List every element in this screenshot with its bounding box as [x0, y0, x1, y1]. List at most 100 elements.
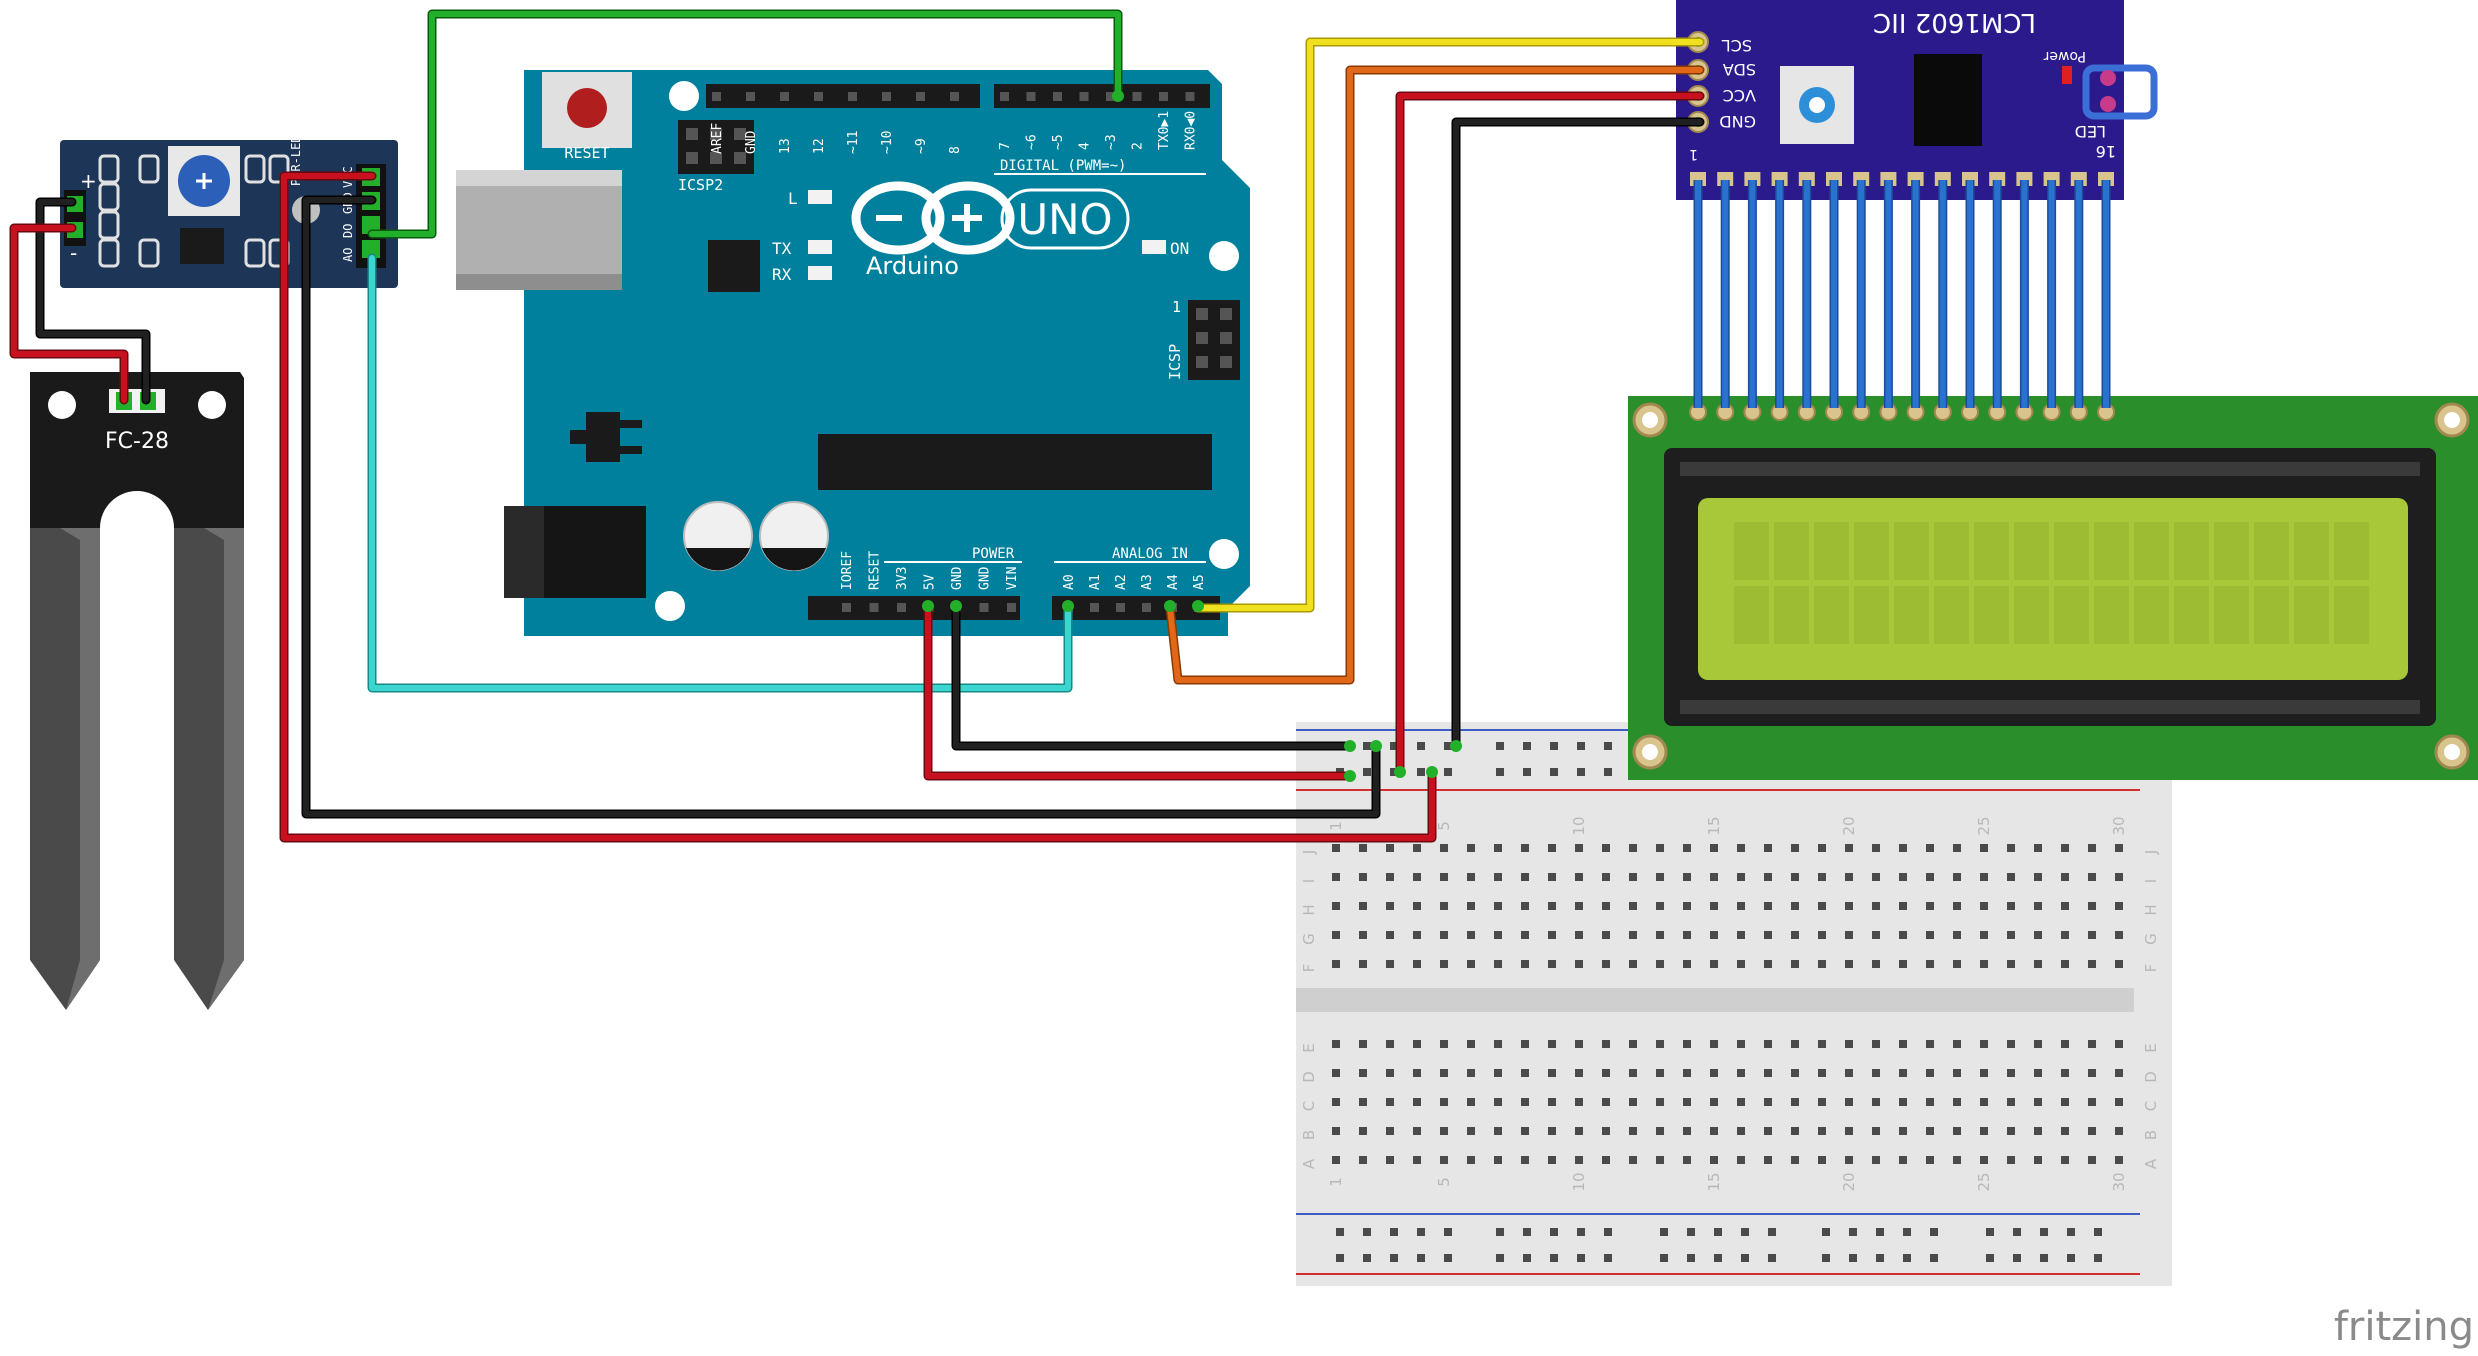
bb-hole: [1467, 1127, 1475, 1135]
brand-label: Arduino: [866, 252, 959, 280]
bb-rail-hole: [1550, 1254, 1558, 1262]
top-pin-label-5: ~10: [880, 131, 895, 154]
bb-hole: [1791, 1040, 1799, 1048]
bb-rail-hole: [1496, 768, 1504, 776]
pin-end-d3: [1112, 90, 1124, 102]
bb-rail-hole: [2040, 1254, 2048, 1262]
bb-hole: [2034, 873, 2042, 881]
top-header-pin-12: [1106, 92, 1115, 101]
bb-hole: [1818, 960, 1826, 968]
top-header-pin-9: [1026, 92, 1036, 101]
capacitor-1: [683, 501, 753, 571]
analog-header-pin-2: [1116, 603, 1125, 612]
usb-chip: [708, 240, 760, 292]
bb-hole: [1413, 931, 1421, 939]
power-header-pin-1: [869, 603, 879, 612]
bb-hole: [1629, 1098, 1637, 1106]
bb-hole: [2061, 1127, 2069, 1135]
bb-hole: [1683, 902, 1691, 910]
bb-hole: [1710, 1040, 1718, 1048]
bb-hole: [1980, 844, 1988, 852]
power-pin-label-5: GND: [978, 566, 993, 590]
bb-rail-hole: [1444, 768, 1452, 776]
power-pin-label-1: RESET: [868, 551, 883, 590]
top-pin-label-3: 12: [812, 138, 827, 154]
bb-row-letter-left: F: [1300, 964, 1318, 973]
i2c-pin-label-scl: SCL: [1722, 36, 1752, 55]
bb-hole: [1872, 873, 1880, 881]
bb-hole: [1980, 1127, 1988, 1135]
lcd-cell: [2054, 586, 2089, 644]
wire-black-sensor-gnd: [303, 197, 1379, 817]
bb-rail-hole: [1417, 1228, 1425, 1236]
bb-hole: [1467, 960, 1475, 968]
bb-hole: [1926, 931, 1934, 939]
pin-end-bb-5: [1426, 766, 1438, 778]
top-header-pin-7: [950, 92, 959, 101]
icsp-label: ICSP: [1166, 344, 1184, 380]
bb-hole: [1413, 902, 1421, 910]
bb-rail-hole: [1986, 1254, 1994, 1262]
bb-row-letter-left: I: [1300, 879, 1318, 883]
bb-rail-hole: [1496, 1254, 1504, 1262]
bb-hole: [2115, 1040, 2123, 1048]
bb-rail-hole: [1822, 1254, 1830, 1262]
bb-hole: [1332, 1098, 1340, 1106]
bb-hole: [1845, 1156, 1853, 1164]
bb-hole: [1440, 844, 1448, 852]
bb-hole: [1548, 873, 1556, 881]
wires: [9, 9, 1705, 843]
bb-rail-hole: [1577, 1228, 1585, 1236]
top-pin-label-12: ~3: [1104, 134, 1119, 150]
lcd-cell: [2294, 522, 2329, 580]
bb-hole: [1764, 1069, 1772, 1077]
lcd-cell: [2334, 522, 2369, 580]
bb-hole: [1791, 1069, 1799, 1077]
bb-hole: [1791, 1098, 1799, 1106]
bb-hole: [2061, 873, 2069, 881]
bb-hole: [2088, 1069, 2096, 1077]
top-header-pin-3: [814, 92, 823, 101]
bb-rail-hole: [1768, 1254, 1776, 1262]
bb-hole: [1521, 1069, 1529, 1077]
bb-rail-hole: [1687, 1254, 1695, 1262]
power-pin-label-4: GND: [950, 566, 965, 590]
bb-hole: [1926, 873, 1934, 881]
lcd-cell: [2094, 586, 2129, 644]
bb-hole: [1602, 931, 1610, 939]
mount-hole-2: [1209, 241, 1239, 271]
bb-hole: [1737, 931, 1745, 939]
bb-hole: [2034, 1098, 2042, 1106]
bb-col-number-top: 25: [1975, 816, 1993, 835]
bb-hole: [2115, 931, 2123, 939]
bb-hole: [1818, 902, 1826, 910]
bb-hole: [1467, 1069, 1475, 1077]
bb-hole: [1332, 902, 1340, 910]
bb-hole: [1440, 873, 1448, 881]
bb-hole: [1980, 1098, 1988, 1106]
wire-red-lcd-vcc: [1397, 93, 1703, 775]
bb-hole: [1953, 873, 1961, 881]
top-header-pin-4: [848, 92, 857, 101]
bb-hole: [1494, 902, 1502, 910]
bb-hole: [1872, 902, 1880, 910]
icsp-pins: [1196, 308, 1232, 368]
bb-hole: [1899, 844, 1907, 852]
top-header-pin-0: [712, 92, 721, 101]
bb-hole: [1440, 1127, 1448, 1135]
bb-rail-hole: [1903, 1254, 1911, 1262]
pin-end-a0: [1062, 600, 1074, 612]
sensor-pin-ao: [362, 240, 380, 258]
smd-part-0: [98, 154, 120, 184]
bb-hole: [2088, 902, 2096, 910]
icsp2-pin: [710, 128, 722, 140]
bb-col-number-top: 10: [1570, 816, 1588, 835]
top-pin-label-9: ~6: [1025, 134, 1040, 150]
bb-hole: [1629, 1127, 1637, 1135]
bb-hole: [1467, 931, 1475, 939]
bb-hole: [2061, 1040, 2069, 1048]
bb-col-number-top: 1: [1327, 821, 1345, 831]
bb-hole: [1710, 1127, 1718, 1135]
bb-rail-hole: [1550, 742, 1558, 750]
bb-hole: [1332, 960, 1340, 968]
